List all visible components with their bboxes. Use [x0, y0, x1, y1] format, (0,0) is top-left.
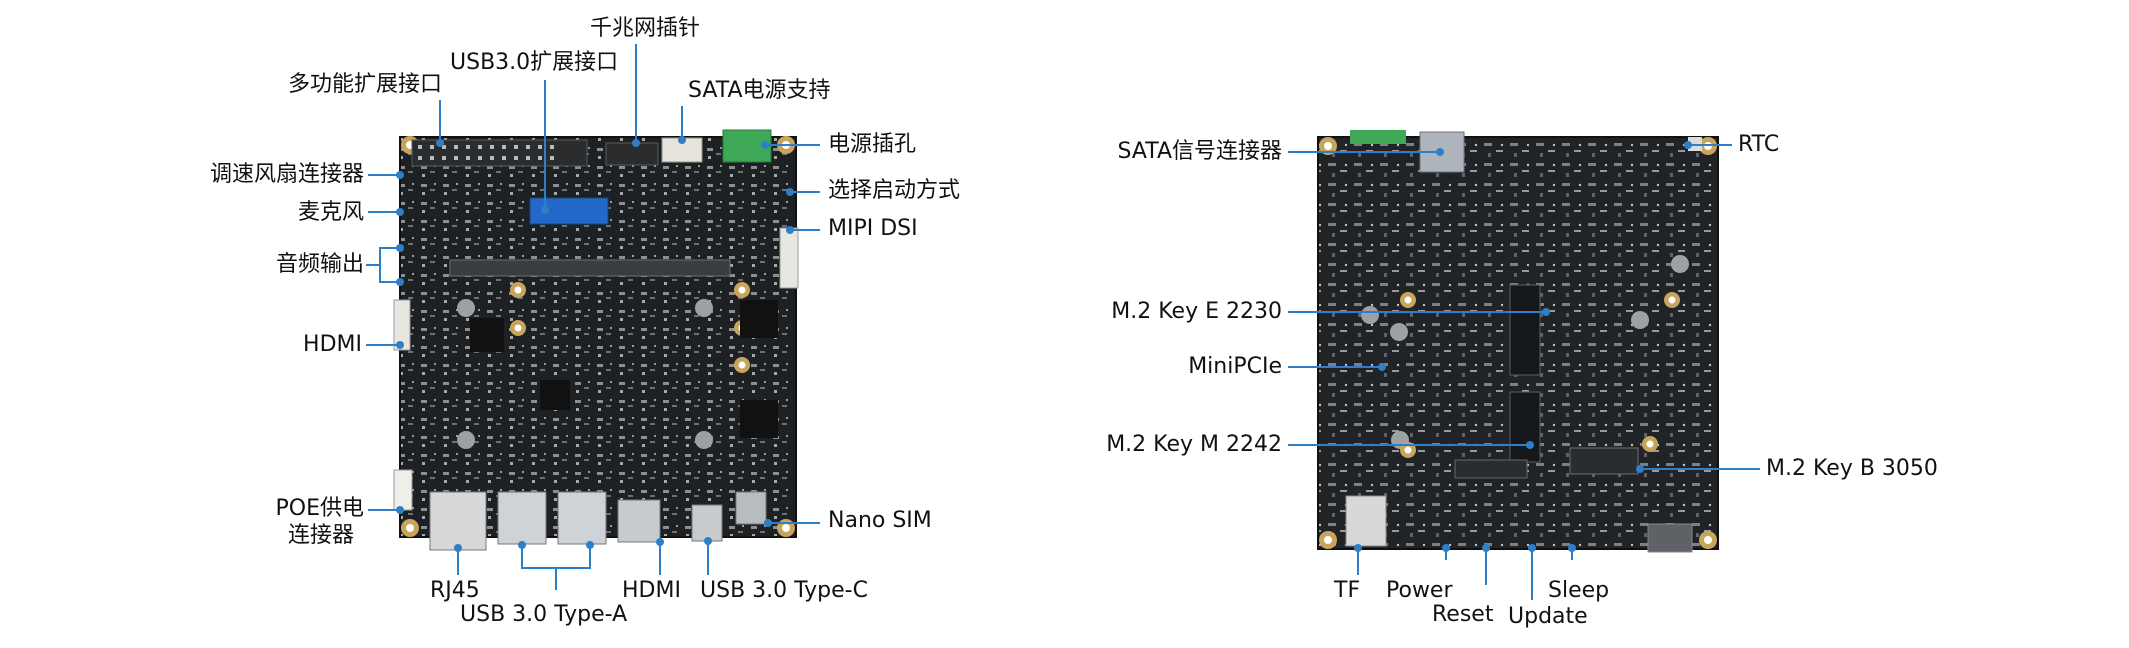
label-poe-line2: 连接器 [287, 523, 354, 548]
label-sata-signal: SATA信号连接器 [1117, 139, 1283, 164]
front-leader-dots [396, 136, 794, 552]
label-nano-sim: Nano SIM [828, 508, 932, 533]
label-hdmi-bottom: HDMI [622, 578, 681, 603]
label-fan: 调速风扇连接器 [209, 162, 364, 187]
label-poe-line1: POE供电 [275, 496, 364, 521]
label-minipcie: MiniPCIe [1188, 354, 1282, 379]
label-power: Power [1386, 578, 1453, 603]
back-leader-dots [1354, 141, 1692, 552]
label-reset: Reset [1432, 602, 1494, 627]
label-hdmi-side: HDMI [303, 332, 362, 357]
front-pcb [393, 129, 799, 551]
label-m2-keyb: M.2 Key B 3050 [1766, 456, 1938, 481]
label-tf: TF [1334, 578, 1361, 603]
label-rtc: RTC [1738, 132, 1780, 157]
label-multi-ext: 多功能扩展接口 [288, 72, 443, 97]
back-pcb [1317, 130, 1719, 553]
label-usb30-typec: USB 3.0 Type-C [700, 578, 868, 603]
label-gigabit-header: 千兆网插针 [590, 16, 701, 41]
back-leader-lines [1288, 144, 1760, 600]
label-usb30-typea: USB 3.0 Type-A [460, 602, 628, 627]
front-leader-lines [366, 44, 820, 590]
label-power-jack: 电源插孔 [828, 132, 917, 157]
label-m2-keye: M.2 Key E 2230 [1111, 299, 1282, 324]
label-mic: 麦克风 [297, 200, 364, 225]
label-audio-out: 音频输出 [275, 252, 364, 277]
label-sleep: Sleep [1548, 578, 1610, 603]
label-update: Update [1508, 604, 1588, 629]
label-usb30-ext: USB3.0扩展接口 [450, 50, 619, 75]
label-sata-power: SATA电源支持 [688, 78, 831, 103]
label-boot-select: 选择启动方式 [828, 178, 961, 203]
label-mipi-dsi: MIPI DSI [828, 216, 918, 241]
label-m2-keym: M.2 Key M 2242 [1106, 432, 1282, 457]
label-rj45: RJ45 [430, 578, 480, 603]
